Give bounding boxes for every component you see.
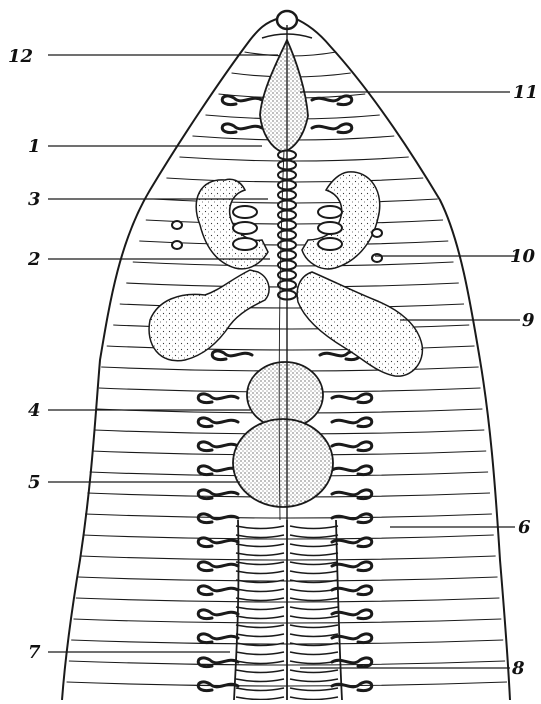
intestine-fold [236,607,284,610]
nephridium [332,394,372,403]
intestine-fold [236,634,284,637]
intestine-fold [290,688,338,691]
label-3: 3 [28,189,41,210]
nephridium [222,96,262,105]
intestine-fold [290,652,338,655]
calciferous-gland-right [318,206,342,218]
intestine-fold [290,670,338,673]
septum-line [83,535,494,539]
intestine-fold [236,625,284,628]
gizzard [233,419,333,507]
intestine-fold [290,562,338,565]
intestine-fold [236,661,284,664]
label-9: 9 [522,310,535,331]
nephridium [198,634,238,643]
calciferous-gland-right [318,238,342,250]
intestine-fold [236,670,284,673]
intestine-fold [290,544,338,547]
intestine-fold [236,553,284,556]
nephridium [198,466,238,475]
intestine-fold [236,589,284,592]
nephridium [198,442,238,451]
intestine-fold [236,598,284,601]
nephridium [198,538,238,547]
nephridium [332,418,372,427]
nephridium [332,538,372,547]
label-2: 2 [27,249,41,270]
intestine-fold [290,535,338,538]
septum-line [80,556,495,560]
intestine-fold [290,679,338,682]
intestine-fold [236,616,284,619]
intestine-fold [290,697,338,700]
label-5: 5 [28,472,41,493]
nephridium [332,442,372,451]
intestine-fold [236,697,284,700]
calciferous-gland-left [233,206,257,218]
calciferous-gland-right [318,222,342,234]
nephridium [312,124,352,133]
intestine-fold [236,526,284,529]
intestine-fold [290,526,338,529]
septum-line [85,514,492,518]
intestine-fold [236,535,284,538]
intestine-fold [290,571,338,574]
intestine [234,520,342,700]
intestine-outline [234,520,342,700]
nephridium [198,514,238,523]
nephridium [198,586,238,595]
label-10: 10 [510,246,536,267]
nephridium [332,634,372,643]
calciferous-gland-left [233,222,257,234]
pharynx [260,40,308,152]
septum-line [166,178,423,182]
intestine-fold [236,688,284,691]
nephridium [198,490,238,499]
nephridium [222,124,262,133]
intestine-fold [236,571,284,574]
calciferous-gland-left [233,238,257,250]
label-4: 4 [28,400,41,421]
intestine-fold [236,679,284,682]
intestine-fold [290,625,338,628]
intestine-fold [236,562,284,565]
label-12: 12 [8,46,33,67]
intestine-fold [290,607,338,610]
nephridium [212,351,252,360]
nephridium [332,466,372,475]
label-1: 1 [28,136,41,157]
label-11: 11 [513,82,538,103]
crop [247,362,323,428]
nephridium [198,394,238,403]
intestine-fold [290,598,338,601]
nephridium [198,562,238,571]
intestine-fold [290,616,338,619]
intestine-fold [236,652,284,655]
label-6: 6 [518,517,531,538]
label-8: 8 [511,658,525,679]
nephridium [198,610,238,619]
intestine-fold [290,634,338,637]
intestine-fold [236,544,284,547]
intestine-fold [290,553,338,556]
label-7: 7 [28,642,41,663]
nephridium [198,418,238,427]
